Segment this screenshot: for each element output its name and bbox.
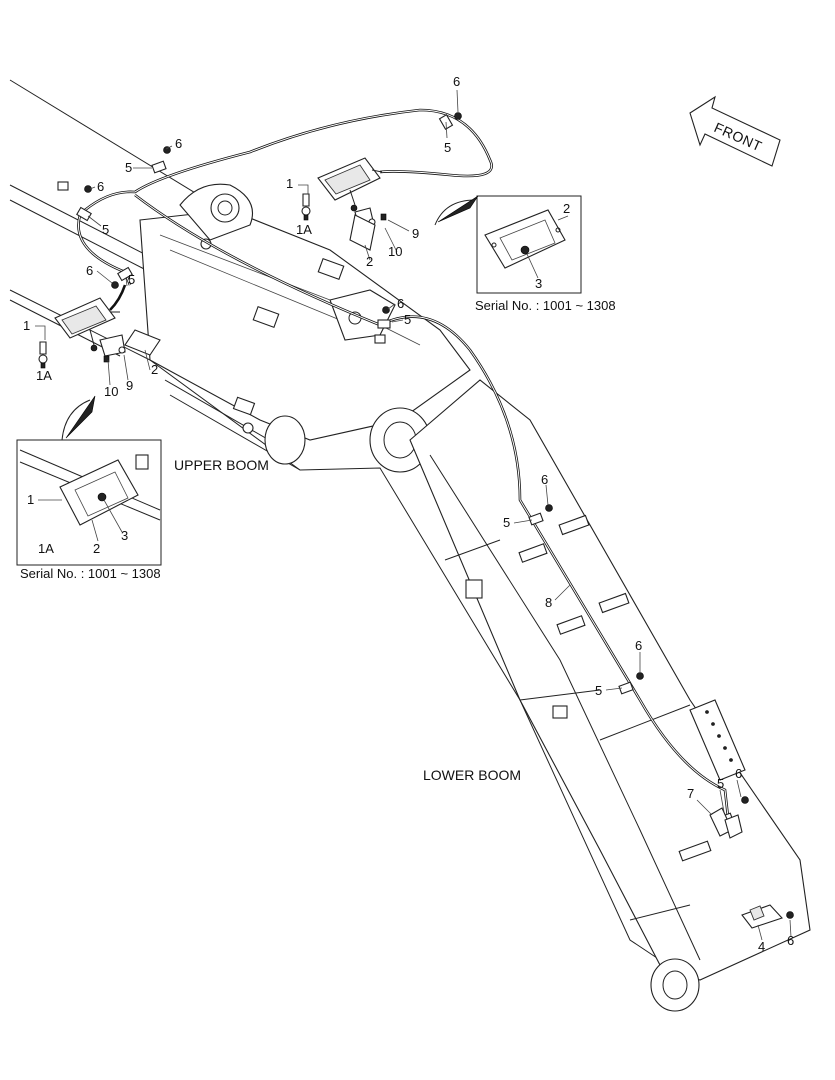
inset-left	[16, 439, 162, 566]
label-4: 4	[758, 939, 765, 954]
front-arrow: FRONT	[689, 95, 781, 167]
label-6: 6	[735, 766, 742, 781]
label-1a: 1A	[38, 541, 54, 556]
label-1a: 1A	[296, 222, 312, 237]
label-6: 6	[787, 933, 794, 948]
bulb-1a-top	[301, 193, 311, 221]
label-6: 6	[635, 638, 642, 653]
label-9: 9	[126, 378, 133, 393]
label-2: 2	[563, 201, 570, 216]
label-1a: 1A	[36, 368, 52, 383]
label-6: 6	[175, 136, 182, 151]
label-1: 1	[23, 318, 30, 333]
serial-note-right: Serial No. : 1001 ~ 1308	[475, 298, 616, 313]
callout-labels: 6 5 6 5 6 5 5 6 1 1A 2 9 10 6 5 1 1A 10 …	[23, 74, 794, 954]
bulb-1a-left	[38, 341, 48, 369]
inset-right	[476, 195, 582, 294]
bolts-6	[84, 112, 794, 919]
callout-arrow-left	[61, 395, 96, 441]
label-9: 9	[412, 226, 419, 241]
serial-note-left: Serial No. : 1001 ~ 1308	[20, 566, 161, 581]
label-2: 2	[93, 541, 100, 556]
label-10: 10	[388, 244, 402, 259]
label-6: 6	[541, 472, 548, 487]
label-5: 5	[503, 515, 510, 530]
label-5: 5	[102, 222, 109, 237]
label-1: 1	[27, 492, 34, 507]
label-7: 7	[687, 786, 694, 801]
upper-boom-structure	[9, 79, 661, 961]
lower-boom-structure	[409, 379, 811, 1012]
component-4	[741, 904, 783, 929]
wiring-harness-8	[77, 108, 732, 836]
lower-boom-caption: LOWER BOOM	[423, 767, 521, 783]
label-5: 5	[125, 160, 132, 175]
bracket-2-top	[349, 214, 376, 251]
label-5: 5	[404, 312, 411, 327]
work-lamp-left	[54, 297, 126, 363]
connector-7	[709, 807, 743, 839]
label-5: 5	[444, 140, 451, 155]
label-3: 3	[121, 528, 128, 543]
label-6: 6	[453, 74, 460, 89]
label-5: 5	[595, 683, 602, 698]
label-3: 3	[535, 276, 542, 291]
label-5: 5	[128, 272, 135, 287]
label-6: 6	[97, 179, 104, 194]
label-2: 2	[366, 254, 373, 269]
leader-lines	[35, 89, 792, 941]
label-5: 5	[717, 776, 724, 791]
label-2: 2	[151, 362, 158, 377]
label-1: 1	[286, 176, 293, 191]
label-8: 8	[545, 595, 552, 610]
label-6: 6	[86, 263, 93, 278]
callout-arrow-right	[434, 195, 479, 226]
label-10: 10	[104, 384, 118, 399]
label-6: 6	[397, 296, 404, 311]
plate-holes	[705, 710, 733, 762]
bracket-2-left	[124, 329, 161, 356]
upper-boom-caption: UPPER BOOM	[174, 457, 269, 473]
work-lamp-top	[317, 157, 387, 231]
